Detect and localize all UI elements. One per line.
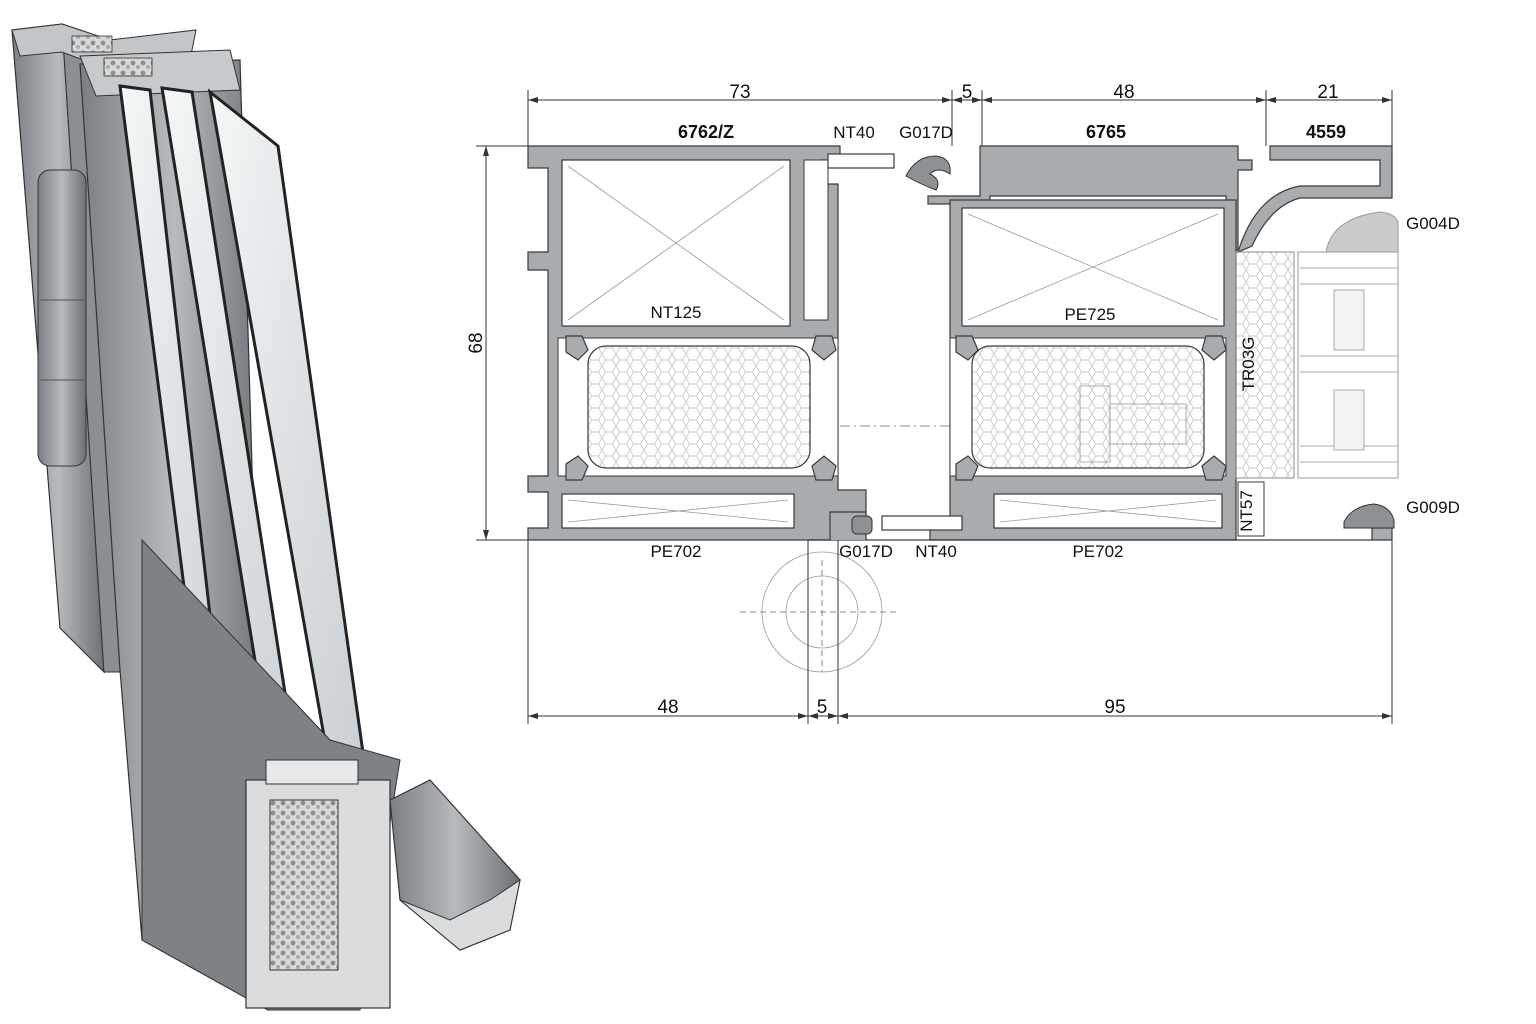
bottom-cut-foam bbox=[269, 799, 339, 971]
dim-bottom-3: 95 bbox=[1104, 697, 1125, 718]
thermal-break-bottom-right bbox=[1201, 455, 1227, 481]
chamber-cross bbox=[567, 499, 789, 523]
dimension-lines bbox=[476, 90, 1393, 724]
glass-unit bbox=[1297, 251, 1399, 479]
sash-insulation-foam bbox=[971, 345, 1205, 469]
frame-insulation-foam bbox=[587, 345, 811, 469]
label-g009d: G009D bbox=[1406, 498, 1460, 517]
dim-height: 68 bbox=[466, 332, 487, 353]
nt40-top-strip bbox=[827, 153, 895, 169]
thermal-break-top-left bbox=[955, 335, 979, 361]
thermal-break-top-left bbox=[565, 335, 589, 361]
frame-chamber-right bbox=[803, 159, 829, 321]
label-pe702-left: PE702 bbox=[650, 542, 701, 561]
dim-top-2: 5 bbox=[962, 82, 973, 103]
thermal-break-bottom-left bbox=[955, 455, 979, 481]
label-pe702-right: PE702 bbox=[1072, 542, 1123, 561]
label-nt125: NT125 bbox=[650, 303, 701, 322]
thermal-break-bottom-right bbox=[811, 455, 837, 481]
perspective-section bbox=[11, 23, 521, 1012]
label-pe725: PE725 bbox=[1064, 305, 1115, 324]
thermal-break-bottom-left bbox=[565, 455, 589, 481]
label-nt57: NT57 bbox=[1237, 490, 1256, 532]
sash-top-foam bbox=[103, 57, 153, 77]
label-g017d-top: G017D bbox=[899, 123, 953, 142]
chamber-cross bbox=[967, 213, 1219, 321]
dim-bottom-2: 5 bbox=[817, 697, 828, 718]
dim-top-3: 48 bbox=[1113, 82, 1134, 103]
label-tr03g: TR03G bbox=[1239, 337, 1258, 392]
nt40-bottom-strip bbox=[881, 515, 963, 531]
label-profile-frame: 6762/Z bbox=[678, 122, 734, 142]
frame-top-foam bbox=[71, 35, 113, 53]
hinge-icon bbox=[37, 169, 87, 467]
bottom-glass-bead bbox=[265, 759, 359, 785]
label-g017d-bottom: G017D bbox=[839, 542, 893, 561]
label-nt40-top: NT40 bbox=[833, 123, 875, 142]
lock-outline bbox=[1109, 403, 1187, 445]
nt57-profile bbox=[1237, 481, 1265, 537]
threshold-cut bbox=[399, 878, 521, 951]
g009d-gasket bbox=[1343, 503, 1395, 529]
dim-bottom-1: 48 bbox=[657, 697, 678, 718]
dim-top-1: 73 bbox=[729, 82, 750, 103]
g004d-gasket bbox=[1325, 211, 1399, 253]
g017d-bottom-gasket bbox=[851, 515, 873, 535]
cross-section: 73 5 48 21 68 48 5 95 6762/Z NT40 G017D … bbox=[466, 82, 1460, 724]
chamber-cross bbox=[567, 165, 785, 321]
tr03g-spacer bbox=[1235, 251, 1295, 479]
chamber-cross bbox=[999, 499, 1217, 523]
label-nt40-bottom: NT40 bbox=[915, 542, 957, 561]
label-profile-sash: 6765 bbox=[1086, 122, 1126, 142]
sash-chamber-bottom bbox=[993, 493, 1223, 529]
thermal-break-top-right bbox=[811, 335, 837, 361]
label-g004d: G004D bbox=[1406, 214, 1460, 233]
thermal-break-top-right bbox=[1201, 335, 1227, 361]
g017d-top-gasket bbox=[905, 155, 951, 191]
dim-top-4: 21 bbox=[1317, 82, 1338, 103]
label-profile-bead: 4559 bbox=[1306, 122, 1346, 142]
